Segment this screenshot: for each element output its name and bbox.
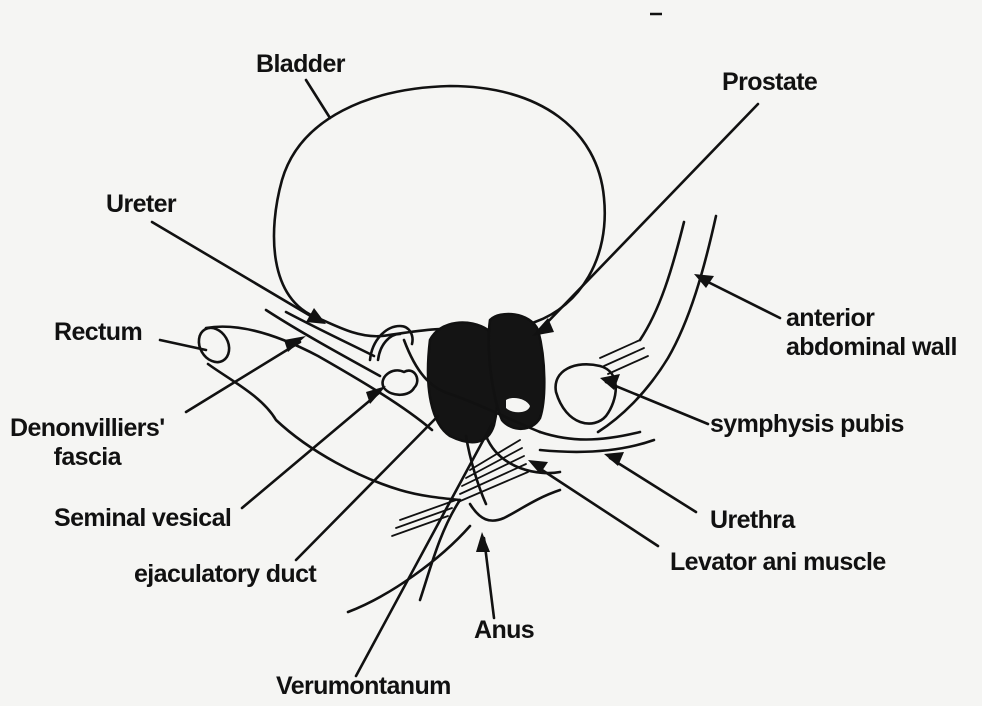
prostate-leader-line <box>540 104 758 330</box>
label-ureter: Ureter <box>106 190 176 219</box>
anus-outline <box>470 490 560 521</box>
label-urethra: Urethra <box>710 506 795 535</box>
rectum-opening <box>193 322 235 367</box>
label-denonvilliers-fascia: Denonvilliers' fascia <box>10 414 165 472</box>
abdominal-wall-inner <box>640 222 684 340</box>
label-prostate: Prostate <box>722 68 817 97</box>
ureter-tube-inner <box>378 334 400 360</box>
abdominal-wall-outer <box>598 216 716 432</box>
symphysis-leader-line <box>606 382 708 424</box>
perineum-curve <box>348 526 470 612</box>
bladder-leader-line <box>306 80 330 118</box>
label-rectum: Rectum <box>54 318 142 347</box>
label-anus: Anus <box>474 616 534 645</box>
symphysis-pubis <box>556 364 616 423</box>
label-denonvilliers-line1: Denonvilliers' <box>10 414 165 443</box>
label-bladder: Bladder <box>256 50 345 79</box>
urethra-channel-2 <box>540 440 654 452</box>
seminal-vesicle <box>383 370 418 394</box>
urethra-leader-line <box>610 458 696 512</box>
label-levator-ani-muscle: Levator ani muscle <box>670 548 886 577</box>
label-anterior-abdominal-wall: anterior abdominal wall <box>786 304 957 362</box>
label-ejaculatory-duct: ejaculatory duct <box>134 560 316 589</box>
label-abdominal-wall-line1: anterior <box>786 304 957 333</box>
anus-arrowhead <box>476 532 490 552</box>
label-symphysis-pubis: symphysis pubis <box>710 410 904 439</box>
urethra-channel <box>540 432 640 440</box>
label-denonvilliers-line2: fascia <box>10 443 165 472</box>
seminal-vesical-leader-line <box>242 392 380 508</box>
ureter-leader-line <box>152 222 314 318</box>
abdominal-wall-leader-line <box>700 278 780 318</box>
label-abdominal-wall-line2: abdominal wall <box>786 333 957 362</box>
anal-canal <box>420 500 460 600</box>
bladder-outline <box>274 86 605 336</box>
verumontanum-leader-line <box>356 424 492 676</box>
label-verumontanum: Verumontanum <box>276 672 451 701</box>
ejaculatory-duct-leader-line <box>296 416 438 560</box>
label-seminal-vesical: Seminal vesical <box>54 504 231 533</box>
